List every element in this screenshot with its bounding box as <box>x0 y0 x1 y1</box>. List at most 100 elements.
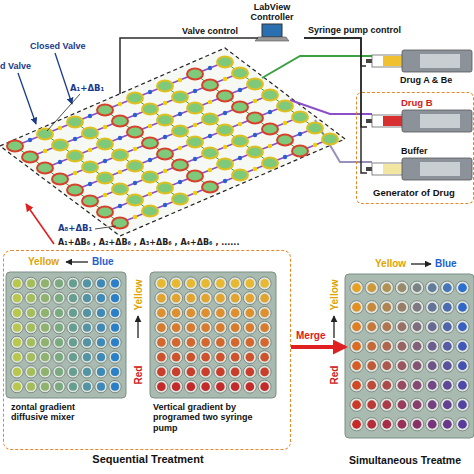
syringe-liquid <box>383 164 402 174</box>
well-ring <box>25 321 37 333</box>
well <box>231 338 240 347</box>
well-ring <box>184 336 197 349</box>
channel-line <box>45 134 150 211</box>
valve-dot <box>208 168 212 172</box>
syringe-pump: Buffer <box>367 145 474 187</box>
well-ring <box>410 418 423 431</box>
well-ring <box>199 365 212 378</box>
well-ring <box>350 359 363 372</box>
chamber <box>247 147 263 158</box>
well-ring <box>214 380 227 393</box>
well-ring <box>365 418 378 431</box>
annotation-label: A₈+ΔB₁ <box>58 224 92 233</box>
well-ring <box>214 351 227 364</box>
node-text: zontal gradient diffusive mixer <box>11 402 103 423</box>
valve-dot <box>28 138 32 142</box>
well <box>443 342 452 351</box>
well <box>398 420 407 429</box>
well <box>172 279 181 288</box>
valve-dot <box>103 159 107 163</box>
well-ring <box>11 336 23 348</box>
chamber <box>187 137 203 148</box>
chamber <box>97 207 113 218</box>
well <box>246 279 255 288</box>
axis-color-label: Red <box>329 366 340 385</box>
well-ring <box>410 281 423 294</box>
well <box>201 382 210 391</box>
well <box>27 309 35 317</box>
valve-dot <box>223 179 227 183</box>
chamber <box>172 194 188 205</box>
well <box>398 381 407 390</box>
well <box>413 420 422 429</box>
well <box>458 322 467 331</box>
direction-arrow <box>333 316 334 338</box>
well-ring <box>441 320 454 333</box>
well <box>382 342 391 351</box>
well-ring <box>426 301 439 314</box>
well <box>246 309 255 318</box>
well-ring <box>199 336 212 349</box>
chamber <box>37 129 53 140</box>
well <box>111 324 119 332</box>
well-ring <box>350 320 363 333</box>
well-ring <box>11 351 23 363</box>
well <box>157 309 166 318</box>
well <box>382 303 391 312</box>
chamber <box>292 146 308 157</box>
chamber <box>187 103 203 114</box>
valve-control-wire <box>120 38 258 94</box>
annotation-label: d Valve <box>0 62 31 72</box>
well-ring <box>350 301 363 314</box>
well <box>41 309 49 317</box>
valve-dot <box>118 136 122 140</box>
well-ring <box>410 359 423 372</box>
well <box>216 294 225 303</box>
well-ring <box>395 379 408 392</box>
chamber <box>202 80 218 91</box>
chamber <box>202 114 218 125</box>
well <box>27 294 35 302</box>
well <box>458 400 467 409</box>
well <box>352 322 361 331</box>
chamber <box>187 69 203 80</box>
well <box>41 294 49 302</box>
well <box>55 294 63 302</box>
well <box>13 368 21 376</box>
well <box>187 353 196 362</box>
well-ring <box>95 380 107 392</box>
chamber <box>142 138 158 149</box>
well-ring <box>365 359 378 372</box>
node-text: Vertical gradient by programed two syrin… <box>153 402 253 433</box>
well-ring <box>109 292 121 304</box>
well-ring <box>243 365 256 378</box>
well-ring <box>25 336 37 348</box>
well <box>97 324 105 332</box>
well <box>187 338 196 347</box>
well <box>458 381 467 390</box>
well <box>69 338 77 346</box>
chamber <box>112 184 128 195</box>
well <box>27 324 35 332</box>
well-ring <box>258 351 271 364</box>
chamber <box>307 123 323 134</box>
well-ring <box>441 418 454 431</box>
valve-dot <box>163 169 167 173</box>
chamber <box>112 150 128 161</box>
well <box>413 361 422 370</box>
valve-dot <box>148 158 152 162</box>
well <box>83 353 91 361</box>
chamber <box>67 117 83 128</box>
chamber <box>277 135 293 146</box>
well <box>69 324 77 332</box>
chamber <box>262 124 278 135</box>
valve-dot <box>208 100 212 104</box>
chamber <box>277 101 293 112</box>
annotation-label: Yellow <box>375 258 406 269</box>
axis-color-label: Yellow <box>133 279 144 310</box>
well-ring <box>380 340 393 353</box>
well-ring <box>25 292 37 304</box>
well-ring <box>426 359 439 372</box>
well-ring <box>95 351 107 363</box>
well <box>27 353 35 361</box>
